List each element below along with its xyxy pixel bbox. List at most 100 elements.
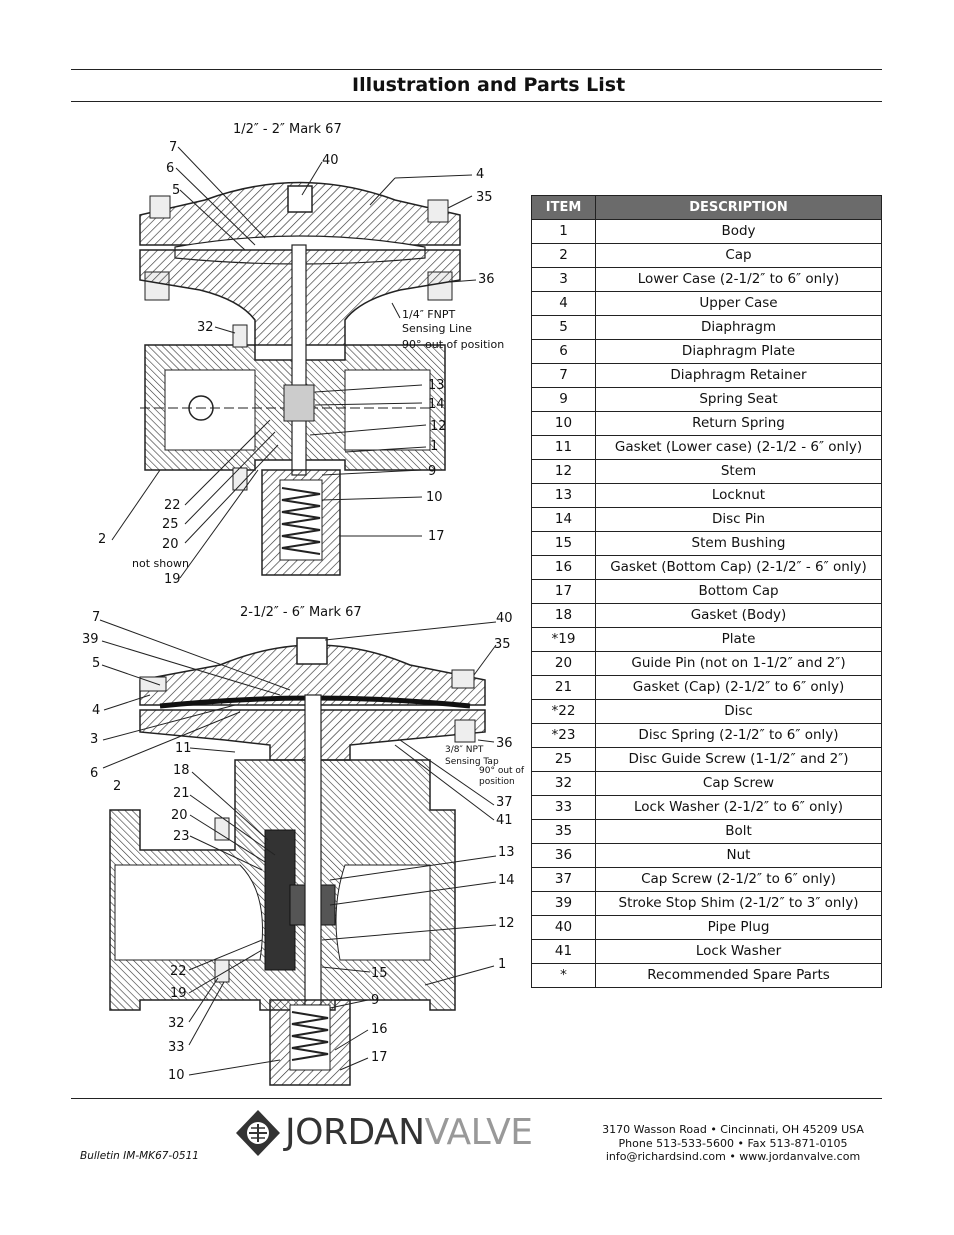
item-number-cell: 25 [531, 747, 596, 772]
callout-9: 9 [371, 993, 379, 1008]
item-number-cell: 10 [531, 411, 596, 436]
callout-16: 16 [371, 1022, 388, 1037]
callout-9: 9 [428, 464, 436, 479]
callout-10: 10 [426, 490, 443, 505]
item-number-cell: 15 [531, 531, 596, 556]
logo-valve: VALVE [424, 1112, 533, 1153]
description-cell: Upper Case [595, 291, 882, 316]
callout-36: 36 [478, 272, 495, 287]
callout-23: 23 [173, 829, 190, 844]
position-note-1: 90° out of [479, 766, 525, 776]
callout-37: 37 [496, 795, 513, 810]
callout-40: 40 [322, 153, 339, 168]
bottom-leader-lines [99, 619, 497, 1076]
fnpt-note-1: 1/4″ FNPT [402, 308, 455, 321]
callout-40: 40 [496, 611, 513, 626]
item-number-cell: 2 [531, 243, 596, 268]
fnpt-note-2: Sensing Line [402, 322, 472, 335]
item-number-cell: 4 [531, 291, 596, 316]
description-cell: Cap Screw [595, 771, 882, 796]
description-cell: Disc Pin [595, 507, 882, 532]
callout-33: 33 [168, 1040, 185, 1055]
callout-3: 3 [90, 732, 98, 747]
callout-35: 35 [476, 190, 493, 205]
not-shown-note: not shown [132, 557, 189, 570]
item-number-cell: 20 [531, 651, 596, 676]
callout-41: 41 [496, 813, 513, 828]
callout-7: 7 [92, 610, 100, 625]
description-cell: Recommended Spare Parts [595, 963, 882, 988]
description-cell: Stem [595, 459, 882, 484]
callout-10: 10 [168, 1068, 185, 1083]
bottom-valve-drawing [109, 637, 486, 1086]
title-underline [71, 101, 882, 102]
item-number-cell: 11 [531, 435, 596, 460]
item-number-cell: 37 [531, 867, 596, 892]
callout-1: 1 [430, 439, 438, 454]
description-column-header: DESCRIPTION [595, 195, 882, 220]
description-cell: Gasket (Cap) (2-1/2″ to 6″ only) [595, 675, 882, 700]
callout-1: 1 [498, 957, 506, 972]
description-cell: Pipe Plug [595, 915, 882, 940]
callout-12: 12 [498, 916, 515, 931]
logo-jordan: JORDAN [285, 1112, 425, 1153]
callout-5: 5 [92, 656, 100, 671]
item-number-cell: 18 [531, 603, 596, 628]
company-address: 3170 Wasson Road • Cincinnati, OH 45209 … [583, 1123, 883, 1164]
phone-fax-line: Phone 513-533-5600 • Fax 513-871-0105 [618, 1136, 848, 1150]
callout-2: 2 [98, 532, 106, 547]
description-cell: Disc Guide Screw (1-1/2″ and 2″) [595, 747, 882, 772]
item-number-cell: 33 [531, 795, 596, 820]
description-cell: Lock Washer [595, 939, 882, 964]
top-leader-lines [111, 146, 477, 579]
item-number-cell: 14 [531, 507, 596, 532]
item-number-cell: * [531, 963, 596, 988]
description-cell: Nut [595, 843, 882, 868]
callout-18: 18 [173, 763, 190, 778]
callout-32: 32 [168, 1016, 185, 1031]
description-cell: Guide Pin (not on 1-1/2″ and 2″) [595, 651, 882, 676]
item-number-cell: 13 [531, 483, 596, 508]
description-cell: Lock Washer (2-1/2″ to 6″ only) [595, 795, 882, 820]
callout-20: 20 [171, 808, 188, 823]
callout-20: 20 [162, 537, 179, 552]
footer-rule [71, 1098, 882, 1099]
npt-note-1: 3/8″ NPT [445, 745, 484, 755]
description-cell: Gasket (Bottom Cap) (2-1/2″ - 6″ only) [595, 555, 882, 580]
item-number-cell: 21 [531, 675, 596, 700]
description-cell: Diaphragm Retainer [595, 363, 882, 388]
callout-22: 22 [164, 498, 181, 513]
callout-25: 25 [162, 517, 179, 532]
top-rule [71, 69, 882, 70]
callout-7: 7 [169, 140, 177, 155]
item-number-cell: *23 [531, 723, 596, 748]
item-number-cell: 7 [531, 363, 596, 388]
description-cell: Lower Case (2-1/2″ to 6″ only) [595, 267, 882, 292]
callout-32: 32 [197, 320, 214, 335]
callout-22: 22 [170, 964, 187, 979]
description-cell: Disc [595, 699, 882, 724]
description-cell: Locknut [595, 483, 882, 508]
